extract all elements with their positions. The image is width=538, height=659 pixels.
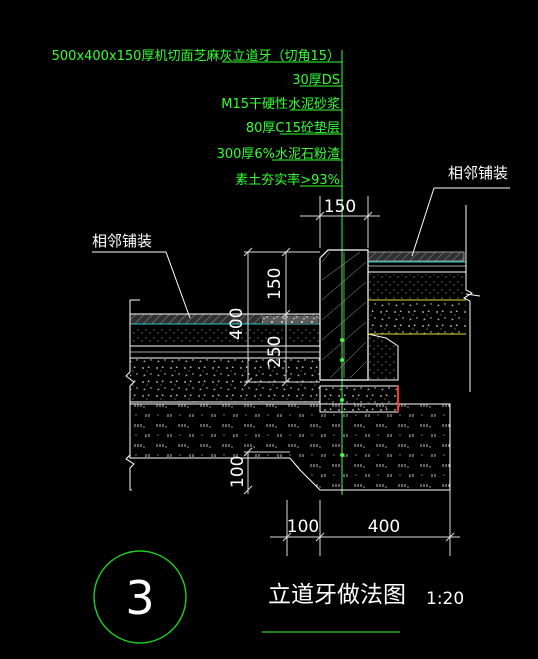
detail-number: 3	[125, 571, 154, 625]
paving-leaders	[92, 187, 510, 319]
right-paving-section	[367, 205, 481, 392]
dim-top-width: 150	[324, 197, 356, 217]
dim-bottom-left: 100	[287, 517, 319, 537]
dim-height-lower: 250	[265, 336, 285, 368]
note-ds-layer: 30厚DS	[292, 73, 340, 88]
note-curb-stone: 500x400x150厚机切面芝麻灰立道牙（切角15）	[52, 48, 340, 64]
dimensions	[243, 196, 460, 556]
label-adjacent-paving-right: 相邻铺装	[448, 164, 508, 182]
note-mortar: M15干硬性水泥砂浆	[221, 97, 340, 112]
detail-scale: 1:20	[426, 589, 464, 609]
note-cement-stone: 300厚6%水泥石粉渣	[217, 147, 340, 162]
label-adjacent-paving-left: 相邻铺装	[92, 232, 152, 250]
dimension-texts: 150 150 400 250 100 100 400	[227, 197, 400, 537]
detail-number-circle	[93, 550, 187, 644]
dim-height-upper: 150	[265, 268, 285, 300]
dim-bottom-right: 400	[368, 517, 400, 537]
note-compacted-soil: 素土夯实率>93%	[235, 172, 340, 188]
concrete-cushion	[319, 379, 399, 413]
left-paving-section	[125, 299, 321, 404]
layer-notes: 500x400x150厚机切面芝麻灰立道牙（切角15） 30厚DS M15干硬性…	[52, 48, 340, 188]
compacted-soil-base	[125, 403, 451, 491]
dim-base-thickness: 100	[228, 456, 248, 488]
detail-title: 立道牙做法图	[268, 582, 406, 608]
title-block: 3 立道牙做法图 1:20	[93, 550, 464, 644]
dim-height-total: 400	[227, 308, 247, 340]
note-concrete-cushion: 80厚C15砼垫层	[246, 120, 340, 136]
paving-labels: 相邻铺装 相邻铺装	[92, 164, 508, 250]
bedding-gravel	[262, 316, 318, 324]
